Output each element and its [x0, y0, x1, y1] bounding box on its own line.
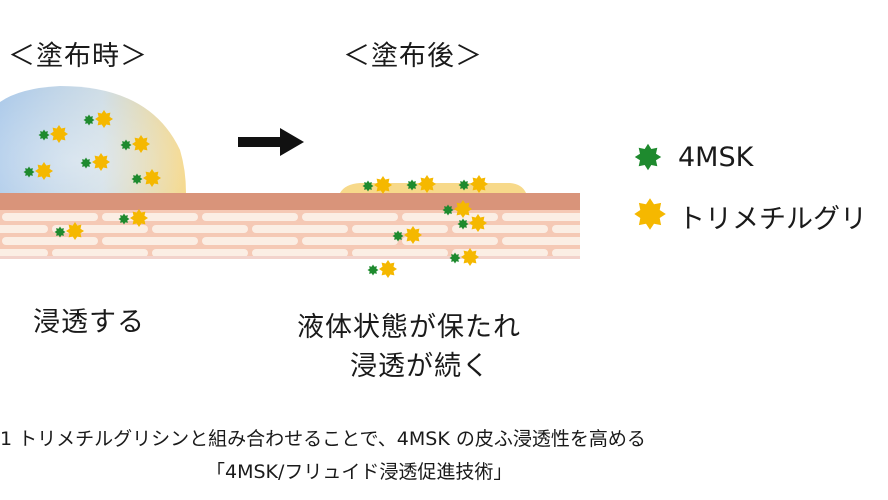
yellow-star-icon [418, 175, 436, 193]
yellow-star-icon [404, 226, 422, 244]
green-star-icon [83, 114, 95, 126]
figure-caption-line1: 1 トリメチルグリシンと組み合わせることで、4MSK の皮ふ浸透性を高める [0, 428, 646, 450]
green-star-icon [367, 264, 379, 276]
legend-4msk-label: 4MSK [678, 142, 754, 173]
yellow-star-icon [95, 110, 113, 128]
legend-trimethylglycine: トリメチルグリ [630, 197, 867, 236]
green-star-icon [23, 166, 35, 178]
yellow-star-icon [143, 169, 161, 187]
green-star-icon [449, 252, 461, 264]
yellow-star-icon [461, 248, 479, 266]
right-arrow-icon [238, 128, 304, 156]
yellow-star-icon [35, 162, 53, 180]
green-star-icon [131, 173, 143, 185]
yellow-star-icon [66, 222, 84, 240]
yellow-star-icon [379, 260, 397, 278]
legend-icons [634, 143, 666, 230]
green-star-icon [80, 157, 92, 169]
label-at-application: ＜塗布時＞ [8, 41, 148, 72]
yellow-star-icon [132, 135, 150, 153]
description-after-line2: 浸透が続く [350, 351, 490, 382]
yellow-star-icon [374, 176, 392, 194]
yellow-star-icon [92, 153, 110, 171]
green-star-icon [120, 139, 132, 151]
yellow-star-icon [454, 200, 472, 218]
green-star-icon [362, 180, 374, 192]
label-after-application: ＜塗布後＞ [343, 41, 483, 72]
green-star-icon [634, 143, 662, 171]
green-star-icon [392, 230, 404, 242]
description-before: 浸透する [33, 307, 145, 338]
figure-caption-line2: 「4MSK/フリュイド浸透促進技術」 [206, 461, 513, 483]
green-star-icon [118, 213, 130, 225]
green-star-icon [457, 218, 469, 230]
skin-bottom-edge [0, 256, 580, 259]
skin-surface [0, 193, 580, 210]
green-star-icon [442, 204, 454, 216]
yellow-star-icon [470, 175, 488, 193]
legend-trimethylglycine-label: トリメチルグリ [678, 204, 867, 235]
yellow-star-icon [50, 125, 68, 143]
yellow-star-icon [469, 214, 487, 232]
green-star-icon [406, 179, 418, 191]
yellow-star-icon [130, 209, 148, 227]
skin-cells [0, 210, 580, 257]
yellow-star-icon [634, 198, 666, 230]
description-after-line1: 液体状態が保たれ [297, 312, 521, 343]
green-star-icon [54, 226, 66, 238]
molecules [23, 110, 488, 278]
green-star-icon [458, 179, 470, 191]
before-panel [0, 86, 580, 259]
green-star-icon [38, 129, 50, 141]
legend-4msk: 4MSK [630, 142, 753, 173]
